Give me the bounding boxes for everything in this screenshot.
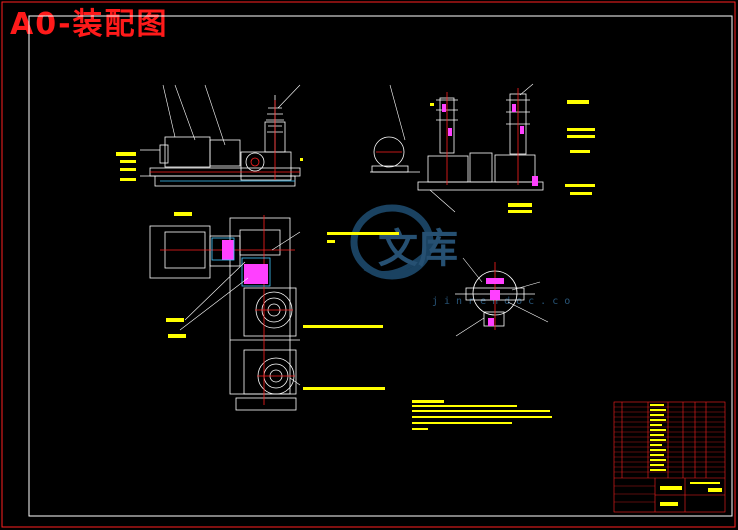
watermark-url: jinrendoc.co — [432, 296, 577, 307]
inner-border — [28, 15, 733, 517]
side-view-magenta — [442, 104, 538, 186]
plan-view-labels — [166, 212, 399, 390]
title-block-rows — [614, 406, 725, 503]
detail-view-leaders — [455, 257, 549, 337]
technical-notes — [412, 400, 552, 430]
plan-view-leaders — [179, 231, 301, 386]
title-block-text — [650, 404, 722, 506]
plan-view-magenta — [222, 240, 268, 284]
title-block — [613, 401, 726, 513]
side-view-accents — [376, 88, 519, 185]
plan-view-cyan — [211, 237, 271, 287]
side-view — [370, 93, 544, 191]
sheet-title: A0-装配图 — [10, 7, 169, 42]
side-view-labels — [430, 100, 595, 213]
front-view-leaders — [162, 84, 301, 146]
detail-view-magenta — [486, 278, 504, 326]
front-view-labels — [116, 152, 303, 181]
side-view-leaders — [389, 83, 534, 213]
front-view-accents — [150, 100, 300, 180]
watermark-logo: 文库 — [350, 204, 458, 280]
